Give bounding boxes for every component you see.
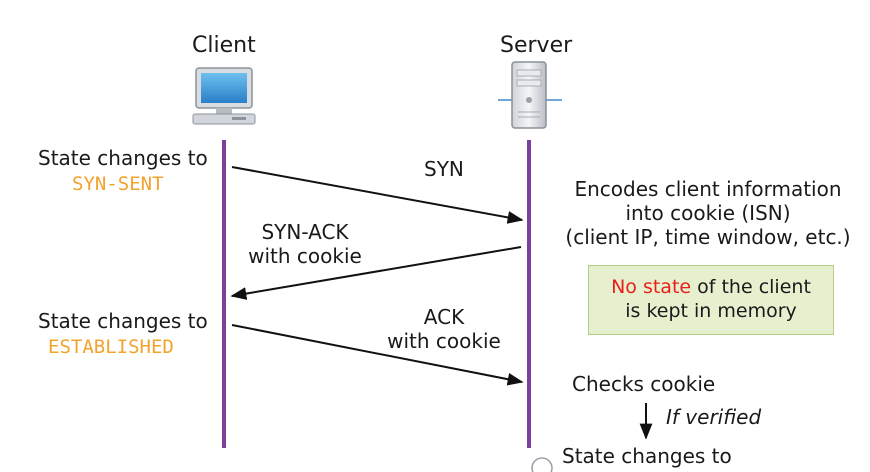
- encode-line-1: Encodes client information: [574, 177, 842, 201]
- client-state-syn-sent-value: SYN-SENT: [72, 173, 164, 195]
- encode-line-3: (client IP, time window, etc.): [565, 225, 851, 249]
- synack-label-line1: SYN-ACK: [261, 220, 349, 244]
- ack-label: ACK with cookie: [380, 305, 508, 353]
- server-tower-icon: [498, 61, 562, 129]
- synack-label-line2: with cookie: [248, 244, 362, 268]
- syn-label: SYN: [424, 157, 464, 181]
- ack-arrow: [231, 324, 524, 386]
- client-state-established-label: State changes to: [38, 309, 208, 333]
- note-red-text: No state: [611, 276, 692, 298]
- partial-marker-icon: [531, 457, 553, 472]
- no-state-note: No state of the client is kept in memory: [588, 265, 834, 335]
- synack-label: SYN-ACK with cookie: [244, 220, 366, 268]
- synack-arrow: [230, 246, 522, 300]
- if-verified-text: If verified: [666, 405, 762, 429]
- note-rest-text: of the client: [691, 276, 811, 298]
- note-line-1: No state of the client: [589, 275, 833, 299]
- client-state-syn-sent-label: State changes to: [38, 146, 208, 170]
- encode-line-2: into cookie (ISN): [625, 201, 791, 225]
- client-label: Client: [192, 33, 256, 58]
- server-encode-text: Encodes client information into cookie (…: [553, 177, 863, 249]
- server-label: Server: [500, 33, 573, 58]
- ack-label-line1: ACK: [423, 305, 465, 329]
- client-state-established-value: ESTABLISHED: [48, 336, 174, 358]
- desktop-computer-icon: [192, 67, 256, 125]
- note-line-2: is kept in memory: [625, 300, 797, 322]
- syn-arrow: [231, 166, 524, 224]
- ack-label-line2: with cookie: [387, 329, 501, 353]
- server-state-change-text: State changes to: [562, 444, 732, 468]
- checks-cookie-text: Checks cookie: [572, 372, 716, 396]
